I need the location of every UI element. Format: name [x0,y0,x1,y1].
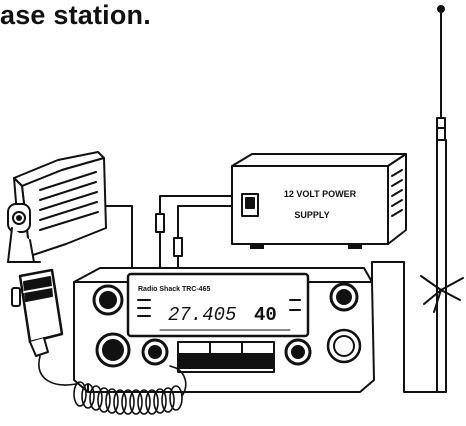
cb-radio: Radio Shack TRC-465 27.405 40 [74,268,374,392]
frequency-readout: 27.405 [168,304,236,326]
volume-knob [94,286,122,314]
channel-knob [328,330,360,362]
power-supply-label-line1: 12 VOLT POWER [284,189,357,199]
function-buttons [178,342,274,372]
antenna [421,6,463,392]
brand-label: Radio Shack TRC-465 [138,286,210,293]
squelch-knob [331,284,357,310]
microphone [12,270,62,356]
channel-readout: 40 [254,304,277,326]
power-supply: 12 VOLT POWER SUPPLY [232,154,406,249]
mic-jack [97,334,129,366]
rf-gain-knob [286,340,310,364]
mic-gain-knob [143,340,167,364]
speaker [8,152,106,262]
power-supply-label-line2: SUPPLY [294,210,329,220]
